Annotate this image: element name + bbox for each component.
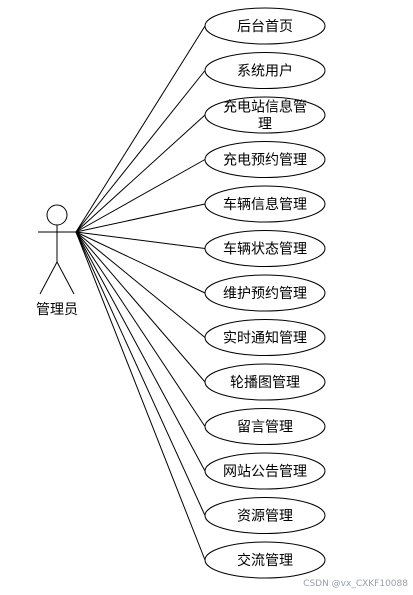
- use-case-ellipse: [204, 363, 326, 401]
- use-case-ellipse: [204, 408, 326, 445]
- association-line: [75, 203, 206, 233]
- use-case-ellipse: [204, 319, 326, 356]
- use-case-label: 车辆信息管理: [223, 196, 307, 213]
- use-case-label: 维护预约管理: [223, 286, 307, 302]
- use-case: 后台首页: [204, 7, 326, 45]
- association-line: [75, 231, 206, 338]
- association-line: [75, 159, 206, 233]
- use-case-label: 理: [258, 117, 272, 133]
- association-line: [75, 231, 206, 249]
- association-line: [75, 70, 206, 233]
- use-case: 轮播图管理: [204, 363, 326, 401]
- use-case-ellipse: [204, 96, 326, 134]
- use-case-label: 网站公告管理: [223, 464, 307, 480]
- association-line: [75, 231, 206, 383]
- use-case-ellipse: [204, 452, 326, 490]
- association-line: [75, 231, 206, 516]
- use-case-ellipse: [204, 230, 326, 267]
- use-case-list: 后台首页系统用户充电站信息管理充电预约管理车辆信息管理车辆状态管理维护预约管理实…: [204, 7, 326, 579]
- use-case-label: 系统用户: [237, 63, 293, 80]
- use-case: 交流管理: [204, 541, 326, 579]
- watermark: CSDN @vx_CXKF10088: [303, 579, 408, 589]
- actor-label: 管理员: [36, 302, 78, 318]
- actor-head: [46, 204, 68, 226]
- use-case-label: 后台首页: [237, 19, 293, 35]
- use-case: 车辆状态管理: [204, 230, 326, 267]
- use-case-label: 交流管理: [237, 552, 293, 569]
- use-case: 实时通知管理: [204, 319, 326, 356]
- use-case-ellipse: [204, 141, 326, 178]
- use-case-ellipse: [204, 541, 326, 579]
- actor-admin: 管理员: [36, 204, 78, 318]
- use-case-label: 充电预约管理: [223, 153, 307, 169]
- use-case: 网站公告管理: [204, 452, 326, 490]
- association-lines: [75, 25, 206, 561]
- use-case-ellipse: [204, 274, 326, 312]
- association-line: [75, 25, 206, 233]
- use-case-label: 实时通知管理: [223, 330, 307, 347]
- use-case-label: 轮播图管理: [230, 375, 300, 391]
- use-case-label: 留言管理: [237, 420, 293, 436]
- use-case: 资源管理: [204, 497, 326, 534]
- use-case-label: 车辆状态管理: [223, 241, 307, 258]
- use-case: 维护预约管理: [204, 274, 326, 312]
- use-case-label: 充电站信息管: [223, 99, 307, 116]
- use-case: 系统用户: [204, 52, 326, 89]
- association-line: [75, 231, 206, 427]
- use-case-ellipse: [204, 185, 326, 223]
- association-line: [75, 231, 206, 472]
- association-line: [75, 231, 206, 294]
- use-case-ellipse: [204, 7, 326, 45]
- use-case-ellipse: [204, 497, 326, 534]
- use-case: 充电预约管理: [204, 141, 326, 178]
- association-line: [75, 231, 206, 561]
- use-case-ellipse: [204, 52, 326, 89]
- use-case-label: 资源管理: [237, 509, 293, 525]
- use-case: 车辆信息管理: [204, 185, 326, 223]
- use-case: 留言管理: [204, 408, 326, 445]
- actor-right-leg: [56, 261, 75, 295]
- association-line: [75, 114, 206, 233]
- actor-left-leg: [39, 261, 58, 295]
